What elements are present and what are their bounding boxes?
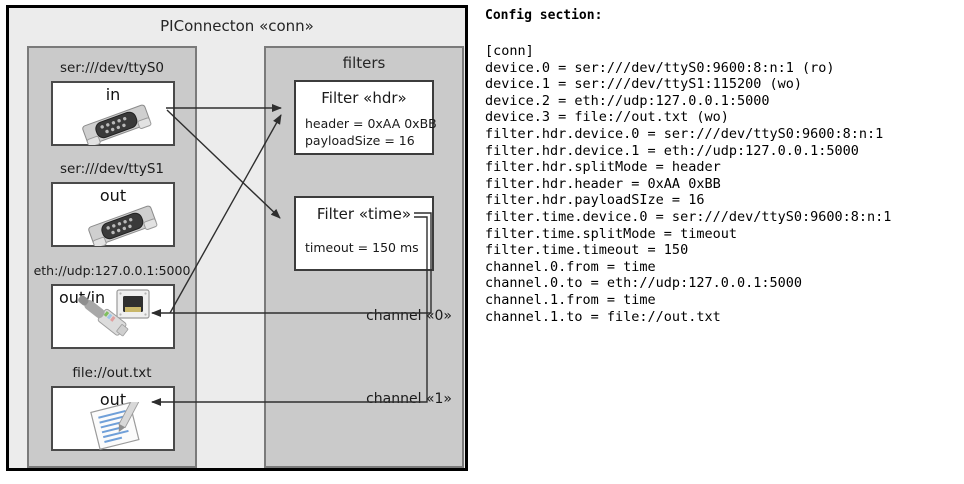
config-heading: Config section: — [485, 8, 603, 23]
device-direction-ttys1: out — [99, 186, 127, 205]
config-line: [conn] — [485, 43, 534, 59]
device-label-ttys0: ser:///dev/ttyS0 — [60, 60, 164, 76]
device-node-ttys0[interactable]: in — [51, 81, 175, 146]
filters-panel-title: filters — [342, 54, 386, 72]
device-label-ttys1: ser:///dev/ttyS1 — [60, 161, 164, 177]
architecture-diagram: PIConnecton «conn» ser:///dev/ttyS0 in — [0, 0, 472, 484]
device-node-file[interactable]: out — [51, 386, 175, 451]
config-line: channel.1.from = time — [485, 291, 656, 308]
config-line: channel.1.to = file://out.txt — [485, 308, 721, 325]
device-direction-ttys0: in — [105, 85, 121, 104]
device-label-eth: eth://udp:127.0.0.1:5000 — [33, 263, 191, 278]
config-line: filter.time.device.0 = ser:///dev/ttyS0:… — [485, 208, 892, 225]
device-direction-file: out — [99, 390, 127, 409]
filter-node-hdr[interactable]: Filter «hdr» header = 0xAA 0xBB payloadS… — [294, 80, 437, 155]
config-line: channel.0.to = eth://udp:127.0.0.1:5000 — [485, 275, 802, 292]
config-line: filter.hdr.splitMode = header — [485, 159, 721, 176]
config-line: device.3 = file://out.txt (wo) — [485, 109, 729, 126]
config-line: device.2 = eth://udp:127.0.0.1:5000 — [485, 92, 770, 109]
filter-hdr-attr-payloadsize: payloadSize = 16 — [305, 133, 415, 148]
device-node-eth[interactable]: out/in — [51, 284, 175, 349]
config-line: filter.time.timeout = 150 — [485, 242, 689, 259]
device-label-file: file://out.txt — [72, 365, 152, 381]
channel-label-0: channel «0» — [366, 308, 452, 324]
devices-panel: ser:///dev/ttyS0 in — [27, 46, 197, 468]
filter-hdr-title: Filter «hdr» — [321, 89, 407, 107]
config-line: filter.hdr.device.0 = ser:///dev/ttyS0:9… — [485, 125, 884, 142]
device-node-ttys1[interactable]: out — [51, 182, 175, 247]
config-line: filter.time.splitMode = timeout — [485, 225, 737, 242]
filter-hdr-attr-header: header = 0xAA 0xBB — [305, 116, 437, 131]
filter-node-time[interactable]: Filter «time» timeout = 150 ms — [294, 196, 434, 271]
config-line: filter.hdr.payloadSIze = 16 — [485, 192, 705, 209]
config-line: channel.0.from = time — [485, 258, 656, 275]
config-section: Config section: [conn]device.0 = ser:///… — [482, 0, 964, 484]
outer-component-frame: PIConnecton «conn» ser:///dev/ttyS0 in — [6, 5, 468, 471]
filters-panel: filters Filter «hdr» header = 0xAA 0xBB … — [264, 46, 464, 468]
config-line: filter.hdr.header = 0xAA 0xBB — [485, 175, 721, 192]
channel-label-1: channel «1» — [366, 391, 452, 407]
diagram-title: PIConnecton «conn» — [160, 17, 314, 35]
filter-time-title: Filter «time» — [316, 205, 412, 223]
config-line: device.1 = ser:///dev/ttyS1:115200 (wo) — [485, 76, 802, 93]
config-text: [conn]device.0 = ser:///dev/ttyS0:9600:8… — [485, 43, 891, 325]
config-line: filter.hdr.device.1 = eth://udp:127.0.0.… — [485, 142, 859, 159]
config-line: device.0 = ser:///dev/ttyS0:9600:8:n:1 (… — [485, 59, 835, 76]
filter-time-attr-timeout: timeout = 150 ms — [305, 240, 419, 255]
